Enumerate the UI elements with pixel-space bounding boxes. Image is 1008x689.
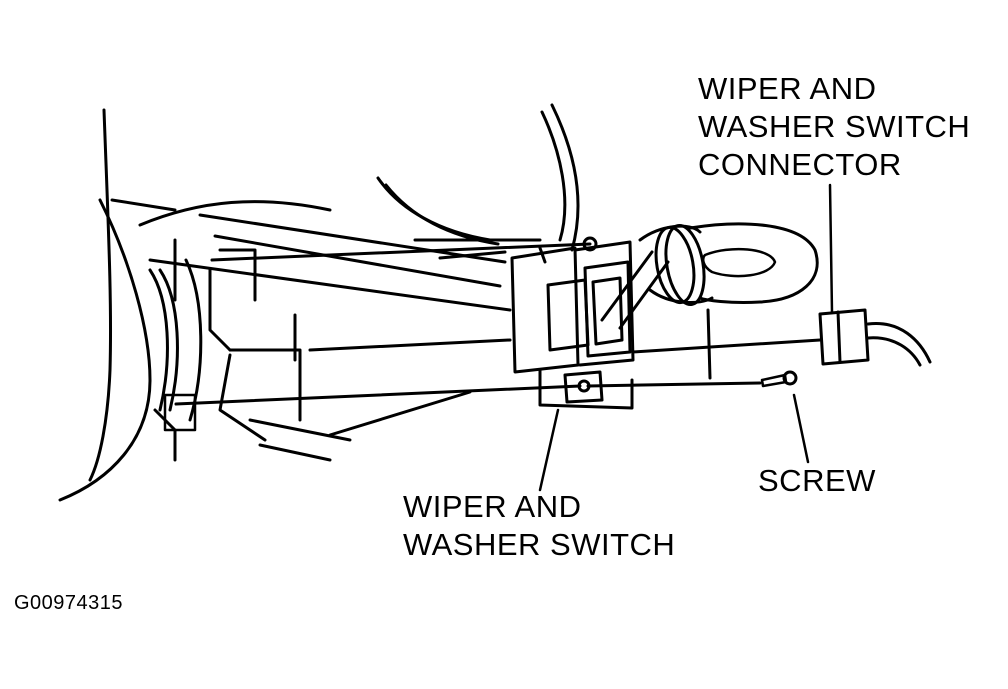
label-screw: SCREW — [758, 462, 876, 500]
switch-connector — [631, 308, 932, 367]
label-switch-line-2: WASHER SWITCH — [403, 527, 676, 562]
figure-id: G00974315 — [14, 592, 124, 614]
label-connector: WIPER AND WASHER SWITCH CONNECTOR — [698, 70, 970, 184]
label-connector-line-1: WIPER AND — [698, 71, 877, 106]
steering-wheel-outline — [376, 103, 580, 252]
label-connector-line-3: CONNECTOR — [698, 147, 902, 182]
label-switch-line-1: WIPER AND — [403, 489, 582, 524]
mounting-lines — [174, 242, 712, 406]
leader-lines — [538, 183, 834, 492]
steering-column-shroud — [58, 108, 352, 502]
wiper-stalk — [600, 222, 819, 330]
screw — [586, 370, 798, 388]
wiper-washer-switch-body — [510, 236, 635, 410]
label-switch: WIPER AND WASHER SWITCH — [403, 488, 675, 564]
label-screw-text: SCREW — [758, 463, 876, 498]
label-connector-line-2: WASHER SWITCH — [698, 109, 971, 144]
column-lines — [148, 213, 542, 437]
